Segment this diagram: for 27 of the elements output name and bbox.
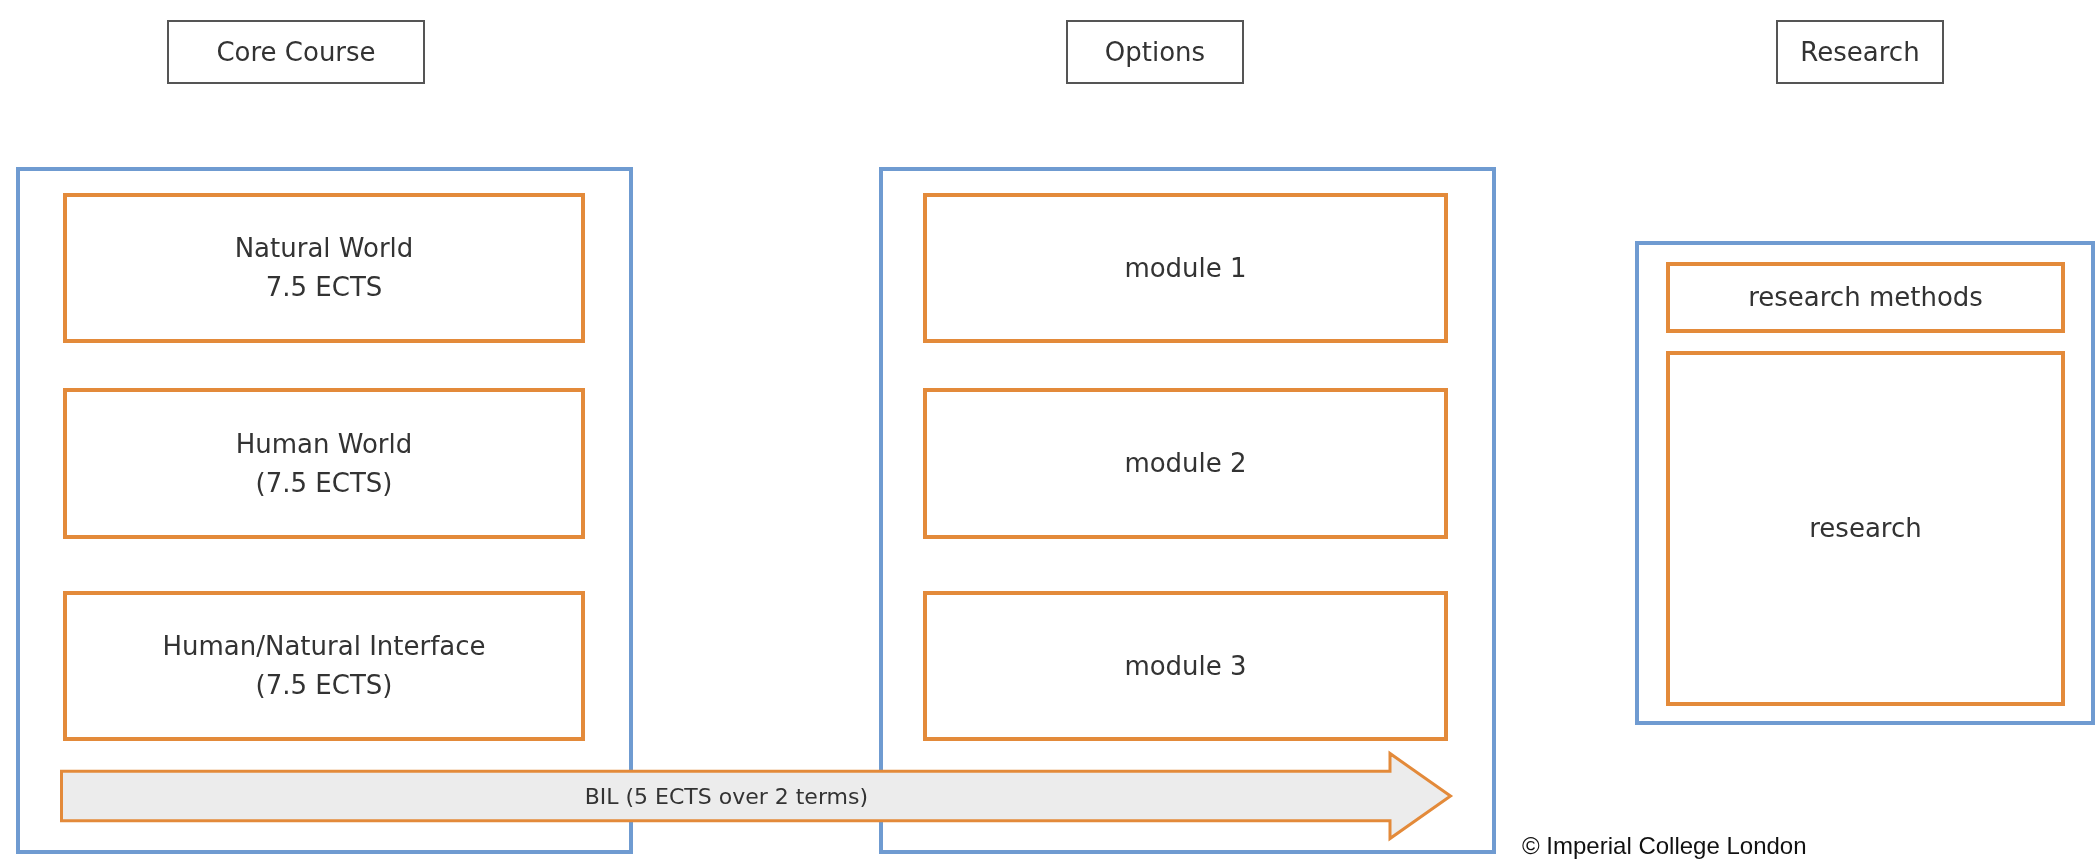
- node-label: module 1: [1124, 251, 1247, 285]
- node-label: BIL (5 ECTS over 2 terms): [584, 783, 869, 809]
- node-label: research: [1809, 512, 1922, 545]
- module-box: [63, 591, 585, 741]
- group-box: [1635, 241, 2095, 725]
- node-label: Options: [1104, 37, 1206, 67]
- module-box: [63, 388, 585, 539]
- block-arrow: [60, 752, 1452, 840]
- node-label: Core Course: [216, 37, 376, 67]
- module-box: [923, 591, 1448, 741]
- node-label: Human/Natural Interface (7.5 ECTS): [161, 630, 487, 702]
- node-label: Human World (7.5 ECTS): [234, 427, 414, 500]
- group-box: [879, 167, 1496, 854]
- module-box: [1666, 262, 2065, 333]
- node-label: Research: [1800, 37, 1920, 67]
- copyright-note: © Imperial College London: [1522, 832, 1807, 860]
- node-label: research methods: [1748, 281, 1983, 314]
- node-label: module 2: [1124, 447, 1247, 480]
- module-box: [1666, 351, 2065, 706]
- module-box: [923, 193, 1448, 343]
- module-box: [923, 388, 1448, 539]
- module-box: [63, 193, 585, 343]
- heading-box: [167, 20, 425, 84]
- heading-box: [1066, 20, 1244, 84]
- node-label: module 3: [1124, 649, 1247, 683]
- node-label: Natural World 7.5 ECTS: [233, 232, 415, 304]
- heading-box: [1776, 20, 1944, 84]
